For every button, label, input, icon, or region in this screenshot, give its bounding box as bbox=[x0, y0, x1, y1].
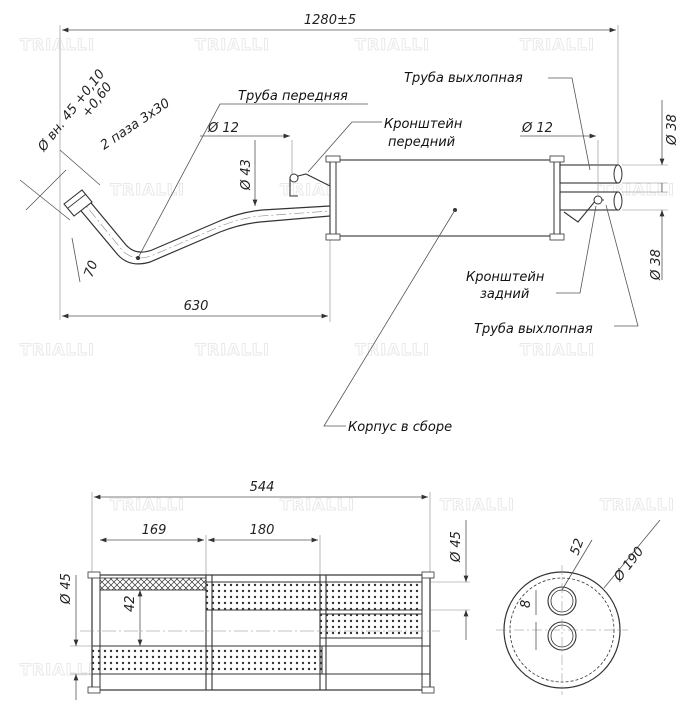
leader-front-bracket bbox=[307, 121, 382, 173]
dim-544: 544 bbox=[250, 480, 275, 495]
leader-exhaust-bottom bbox=[605, 204, 639, 327]
leader-rear-bracket bbox=[556, 205, 597, 294]
inlet-flare bbox=[63, 189, 93, 217]
leader-line bbox=[25, 169, 67, 211]
watermark-text: TRIALLI bbox=[440, 495, 515, 514]
perforated-pipe-top bbox=[205, 581, 423, 611]
label-front-bracket-1: Кронштейн bbox=[384, 117, 463, 132]
label-exhaust-pipe-top: Труба выхлопная bbox=[404, 71, 523, 86]
section-seam bbox=[87, 686, 101, 694]
watermark-text: TRIALLI bbox=[520, 35, 595, 54]
watermark-text: TRIALLI bbox=[110, 495, 185, 514]
dim-slots: 2 паза 3x30 bbox=[98, 96, 173, 153]
dim-180: 180 bbox=[250, 523, 275, 538]
muffler-body bbox=[329, 159, 561, 237]
dim-dia12-front: Ø 12 bbox=[207, 121, 239, 136]
dim-8: 8 bbox=[519, 600, 534, 608]
dim-dia38-bottom: Ø 38 bbox=[649, 249, 664, 281]
perforated-pipe-bottom bbox=[91, 645, 323, 675]
watermark-text: TRIALLI bbox=[20, 660, 95, 679]
label-assembly-body: Корпус в сборе bbox=[348, 420, 452, 435]
tail-pipe-top-end bbox=[613, 164, 623, 184]
dim-dia43: Ø 43 bbox=[239, 159, 254, 191]
perforated-pipe-middle bbox=[319, 613, 423, 639]
section-seam bbox=[87, 571, 101, 579]
dim-630: 630 bbox=[184, 299, 209, 314]
label-rear-bracket-1: Кронштейн bbox=[466, 270, 545, 285]
front-pipe-centerline bbox=[77, 195, 331, 259]
watermark-text: TRIALLI bbox=[355, 35, 430, 54]
dim-dia38-top: Ø 38 bbox=[665, 114, 680, 146]
dim-42: 42 bbox=[123, 595, 138, 612]
tail-pipe-bottom bbox=[559, 191, 619, 211]
dim-dia12-rear: Ø 12 bbox=[521, 121, 553, 136]
dimension-line-52 bbox=[561, 539, 593, 591]
section-seam bbox=[421, 686, 435, 694]
section-seam bbox=[421, 571, 435, 579]
leader-assembly-body bbox=[323, 209, 456, 427]
watermark-text: TRIALLI bbox=[520, 340, 595, 359]
dim-dia190: Ø 190 bbox=[611, 544, 648, 585]
leader-exhaust-top bbox=[548, 77, 591, 171]
dim-dia45-right: Ø 45 bbox=[449, 531, 464, 563]
watermark-text: TRIALLI bbox=[195, 340, 270, 359]
inlet-flare-edge bbox=[67, 193, 87, 209]
watermark-text: TRIALLI bbox=[280, 495, 355, 514]
dim-70: 70 bbox=[82, 259, 102, 280]
leader-line bbox=[59, 149, 101, 186]
leader-line bbox=[71, 237, 81, 283]
body-seam bbox=[549, 155, 565, 163]
body-seam bbox=[325, 155, 341, 163]
watermark-text: TRIALLI bbox=[20, 340, 95, 359]
watermark-text: TRIALLI bbox=[600, 495, 675, 514]
label-exhaust-pipe-bottom: Труба выхлопная bbox=[474, 322, 593, 337]
dim-169: 169 bbox=[142, 523, 167, 538]
label-rear-bracket-2: задний bbox=[480, 287, 529, 302]
tail-pipe-bottom-end bbox=[613, 191, 623, 211]
watermark-text: TRIALLI bbox=[20, 35, 95, 54]
label-front-pipe: Труба передняя bbox=[238, 89, 348, 104]
leader-dot bbox=[136, 256, 140, 260]
watermark-text: TRIALLI bbox=[110, 180, 185, 199]
dim-overall-length: 1280±5 bbox=[304, 13, 356, 28]
dim-dia45-left: Ø 45 bbox=[59, 573, 74, 605]
tail-pipe-top bbox=[559, 164, 619, 184]
dim-52: 52 bbox=[568, 537, 588, 558]
front-pipe-outline-bottom bbox=[81, 191, 331, 253]
top-view: 1280±5 630 Ø вн. 45 +0,10 +0,60 2 паза 3… bbox=[19, 13, 680, 435]
leader-line bbox=[19, 179, 71, 221]
body-seam bbox=[325, 233, 341, 241]
front-bracket-hole bbox=[289, 173, 299, 183]
leader-front-pipe bbox=[137, 103, 368, 259]
body-seam bbox=[549, 233, 565, 241]
mesh-wrap-top bbox=[99, 577, 207, 591]
front-pipe-outline-top bbox=[71, 199, 331, 265]
rear-bracket-hole bbox=[593, 195, 603, 205]
watermark-text: TRIALLI bbox=[195, 35, 270, 54]
section-view: 544 169 180 bbox=[59, 480, 661, 700]
dimension-line-dia190 bbox=[603, 519, 661, 589]
label-front-bracket-2: передний bbox=[388, 135, 455, 150]
